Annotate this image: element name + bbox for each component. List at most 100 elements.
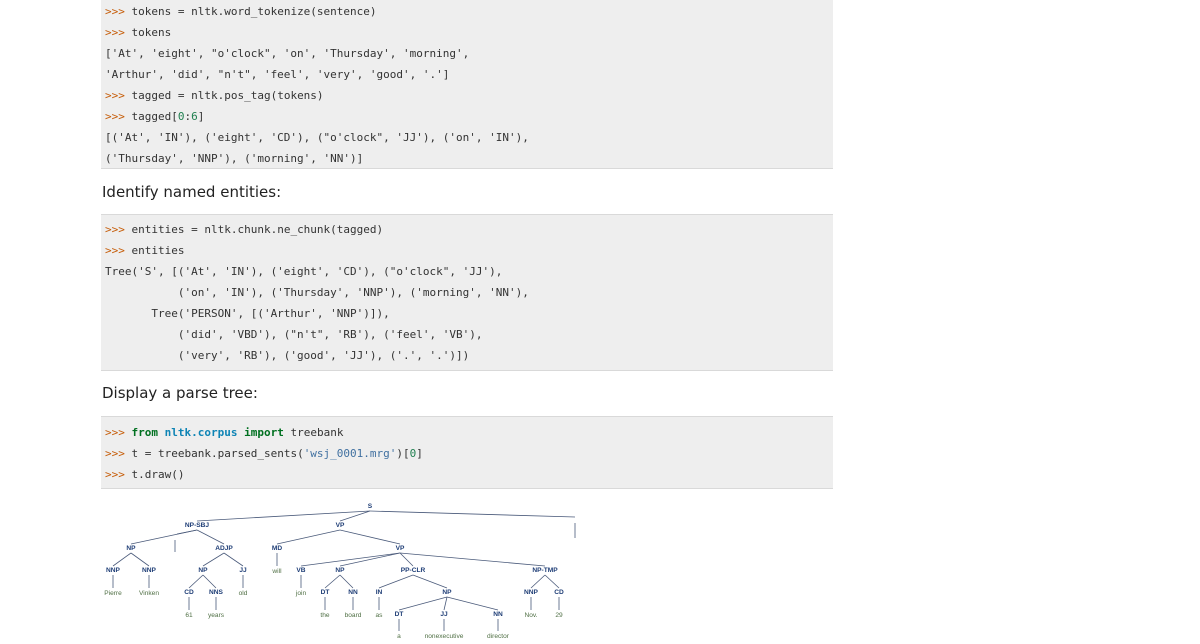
code-token: tagged[	[131, 110, 178, 123]
code-block-named-entities: >>> entities = nltk.chunk.ne_chunk(tagge…	[101, 214, 833, 371]
tree-word: join	[295, 590, 307, 597]
code-token	[158, 426, 165, 439]
code-token: [('At', 'IN'), ('eight', 'CD'), ("o'cloc…	[105, 131, 529, 144]
code-token: 0	[409, 447, 417, 460]
tree-edge	[339, 510, 371, 522]
code-ne-chunk-line: ('very', 'RB'), ('good', 'JJ'), ('.', '.…	[105, 345, 833, 366]
tree-edge	[188, 574, 204, 589]
tree-node-label: NP	[335, 567, 345, 574]
tree-word: old	[239, 590, 248, 597]
code-token: 'wsj_0001.mrg'	[303, 447, 397, 460]
tree-node-label: DT	[395, 611, 404, 618]
code-token: t.draw()	[131, 468, 185, 481]
tree-node-label: JJ	[239, 567, 247, 574]
tree-edge	[202, 552, 225, 567]
prompt-marker: >>>	[105, 26, 132, 39]
tree-node-label: JJ	[440, 611, 448, 618]
code-tokenize-line: >>> tagged[0:6]	[105, 106, 833, 127]
code-ne-chunk-line: ('did', 'VBD'), ("n't", 'RB'), ('feel', …	[105, 324, 833, 345]
code-token: tagged = nltk.pos_tag(tokens)	[131, 89, 324, 102]
tree-word: Vinken	[139, 590, 159, 597]
code-tokenize-line: >>> tokens	[105, 22, 833, 43]
tree-word: as	[376, 612, 384, 619]
tree-word: Pierre	[104, 590, 122, 597]
tree-edge	[202, 574, 217, 589]
tree-node-label: VP	[396, 545, 405, 552]
section-heading-named-entities: Identify named entities:	[102, 183, 282, 201]
tree-node-label: NN	[493, 611, 503, 618]
code-ne-chunk-line: Tree('PERSON', [('Arthur', 'NNP')]),	[105, 303, 833, 324]
code-tokenize-line: ('Thursday', 'NNP'), ('morning', 'NN')]	[105, 148, 833, 169]
prompt-marker: >>>	[105, 223, 132, 236]
code-tokenize-line: 'Arthur', 'did', "n't", 'feel', 'very', …	[105, 64, 833, 85]
code-ne-chunk-line: >>> entities = nltk.chunk.ne_chunk(tagge…	[105, 219, 833, 240]
tree-node-label: CD	[184, 589, 194, 596]
tree-word: nonexecutive	[425, 633, 464, 640]
tree-edge	[339, 552, 401, 567]
code-token: entities	[131, 244, 185, 257]
code-tokenize-line: >>> tokens = nltk.word_tokenize(sentence…	[105, 1, 833, 22]
tree-edge	[399, 552, 546, 567]
tree-word: board	[345, 612, 362, 619]
tree-edge	[176, 529, 198, 535]
tree-node-label: VP	[336, 522, 345, 529]
tree-word: 29	[555, 612, 563, 619]
tree-node-label: IN	[376, 589, 383, 596]
code-token: ('Thursday', 'NNP'), ('morning', 'NN')]	[105, 152, 364, 165]
tree-node-label: NNP	[524, 589, 539, 596]
code-token: entities = nltk.chunk.ne_chunk(tagged)	[131, 223, 384, 236]
code-token: Tree('S', [('At', 'IN'), ('eight', 'CD')…	[105, 265, 503, 278]
tree-node-label: NP	[126, 545, 136, 552]
tree-node-label: ADJP	[215, 545, 233, 552]
tree-edge	[223, 552, 244, 567]
tree-node-label: NP	[198, 567, 208, 574]
code-tokenize-line: ['At', 'eight', "o'clock", 'on', 'Thursd…	[105, 43, 833, 64]
tree-node-label: NNS	[209, 589, 224, 596]
tree-edge	[112, 552, 132, 567]
tree-node-label: S	[368, 503, 373, 510]
code-treebank-line: >>> from nltk.corpus import treebank	[105, 422, 833, 443]
tree-node-label: NNP	[142, 567, 157, 574]
code-token: nltk.corpus	[164, 426, 238, 439]
tree-node-label: CD	[554, 589, 564, 596]
prompt-marker: >>>	[105, 5, 132, 18]
code-treebank-line: >>> t.draw()	[105, 464, 833, 485]
tree-node-label: NP-TMP	[532, 567, 558, 574]
tree-word: Nov.	[524, 612, 537, 619]
tree-edge	[446, 596, 499, 611]
code-token: ('very', 'RB'), ('good', 'JJ'), ('.', '.…	[105, 349, 470, 362]
tree-edge	[276, 529, 341, 545]
tree-edge	[130, 552, 150, 567]
code-token: 6	[191, 110, 198, 123]
code-token: tokens = nltk.word_tokenize(sentence)	[131, 5, 377, 18]
tree-node-label: NP-SBJ	[185, 522, 210, 529]
code-token: treebank	[283, 426, 344, 439]
code-token: ]	[416, 447, 423, 460]
tree-word: will	[271, 568, 282, 575]
code-token: )[	[396, 447, 410, 460]
code-tokenize-line: >>> tagged = nltk.pos_tag(tokens)	[105, 85, 833, 106]
prompt-marker: >>>	[105, 468, 132, 481]
code-token: t = treebank.parsed_sents(	[131, 447, 304, 460]
code-block-tokenize: >>> tokens = nltk.word_tokenize(sentence…	[101, 0, 833, 169]
code-tokenize-line: [('At', 'IN'), ('eight', 'CD'), ("o'cloc…	[105, 127, 833, 148]
tree-edge	[196, 510, 371, 522]
tree-edge	[300, 552, 401, 567]
tree-edge	[369, 510, 576, 518]
code-ne-chunk-line: Tree('S', [('At', 'IN'), ('eight', 'CD')…	[105, 261, 833, 282]
code-token: 0	[177, 110, 185, 123]
section-heading-parse-tree: Display a parse tree:	[102, 384, 258, 402]
prompt-marker: >>>	[105, 426, 132, 439]
tree-edge	[399, 552, 414, 567]
tree-word: a	[397, 633, 401, 640]
tree-edge	[443, 596, 448, 611]
tree-edge	[196, 529, 225, 545]
tree-edge	[398, 596, 448, 611]
prompt-marker: >>>	[105, 447, 132, 460]
code-block-parse-tree: >>> from nltk.corpus import treebank >>> …	[101, 416, 833, 489]
tree-word: 61	[185, 612, 193, 619]
tree-word: years	[208, 612, 225, 619]
tree-edge	[378, 574, 414, 589]
tree-node-label: MD	[272, 545, 282, 552]
